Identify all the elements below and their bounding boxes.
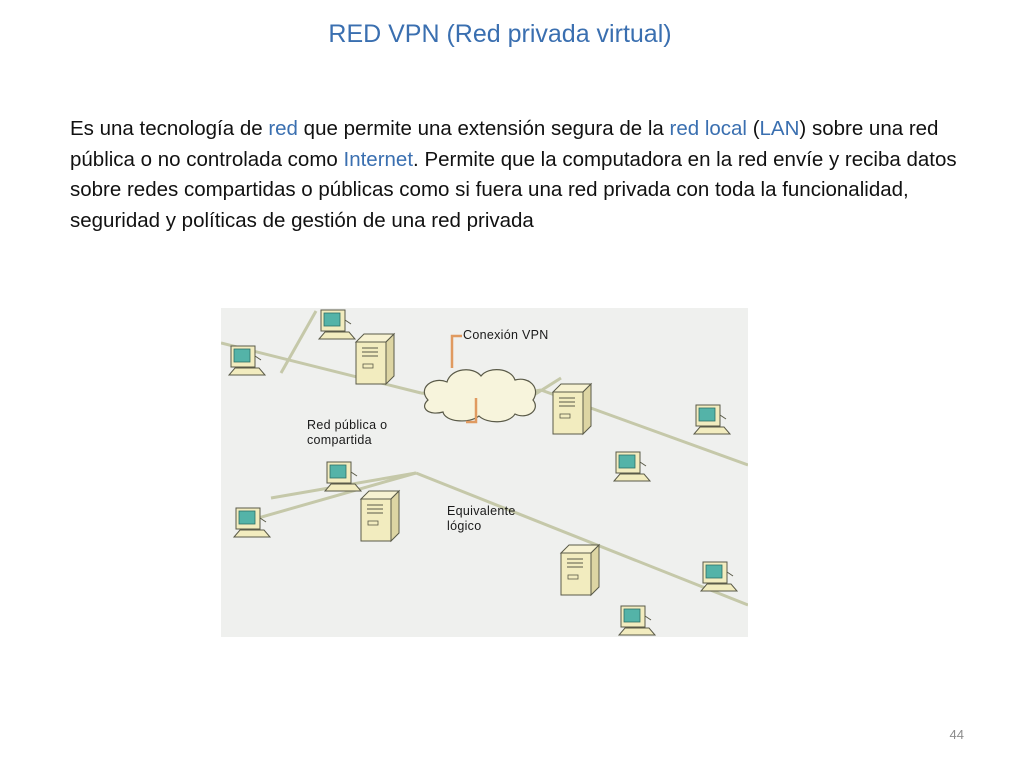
link-red[interactable]: red <box>268 117 298 140</box>
label-public-network-line-1: Red pública o <box>307 418 388 432</box>
link-internet[interactable]: Internet <box>343 147 414 171</box>
computer-icon <box>617 605 657 636</box>
cloud-icon <box>423 369 537 423</box>
server-icon <box>551 382 593 436</box>
link-lan[interactable]: LAN <box>759 117 800 140</box>
label-public-network: Red pública o compartida <box>307 418 387 448</box>
label-logical-equivalent-line-2: lógico <box>447 519 482 533</box>
page-number: 44 <box>949 727 964 742</box>
server-icon <box>354 332 396 386</box>
server-icon <box>559 543 601 597</box>
server-icon <box>359 489 401 543</box>
computer-icon <box>317 309 357 340</box>
body-text-1: Es una tecnología de <box>70 117 269 140</box>
slide-title: RED VPN (Red privada virtual) <box>328 20 672 48</box>
label-vpn-connection: Conexión VPN <box>463 328 549 342</box>
label-public-network-line-2: compartida <box>307 433 372 447</box>
computer-icon <box>699 561 739 592</box>
computer-icon <box>692 404 732 435</box>
vpn-bracket-bottom <box>466 398 478 424</box>
computer-icon <box>612 451 652 482</box>
vpn-diagram-drawing <box>221 309 748 636</box>
body-text-4: ) sobre una red pública o no controlada … <box>70 117 939 171</box>
computer-icon <box>232 507 272 538</box>
body-text-2: que permite una extensión segura de la <box>297 117 670 140</box>
computer-icon <box>323 461 363 492</box>
vpn-diagram: Conexión VPN Red pública o compartida Eq… <box>221 308 748 637</box>
vpn-bracket-top <box>450 334 462 368</box>
body-text-3: ( <box>747 117 760 140</box>
body-paragraph: Es una tecnología de red que permite una… <box>70 114 990 236</box>
label-logical-equivalent-line-1: Equivalente <box>447 504 516 518</box>
computer-icon <box>227 345 267 376</box>
network-cables <box>221 310 748 607</box>
link-red-local[interactable]: red local <box>669 117 748 140</box>
body-text-5: . Permite que la computadora en la red e… <box>70 147 957 232</box>
label-logical-equivalent: Equivalente lógico <box>447 504 516 534</box>
